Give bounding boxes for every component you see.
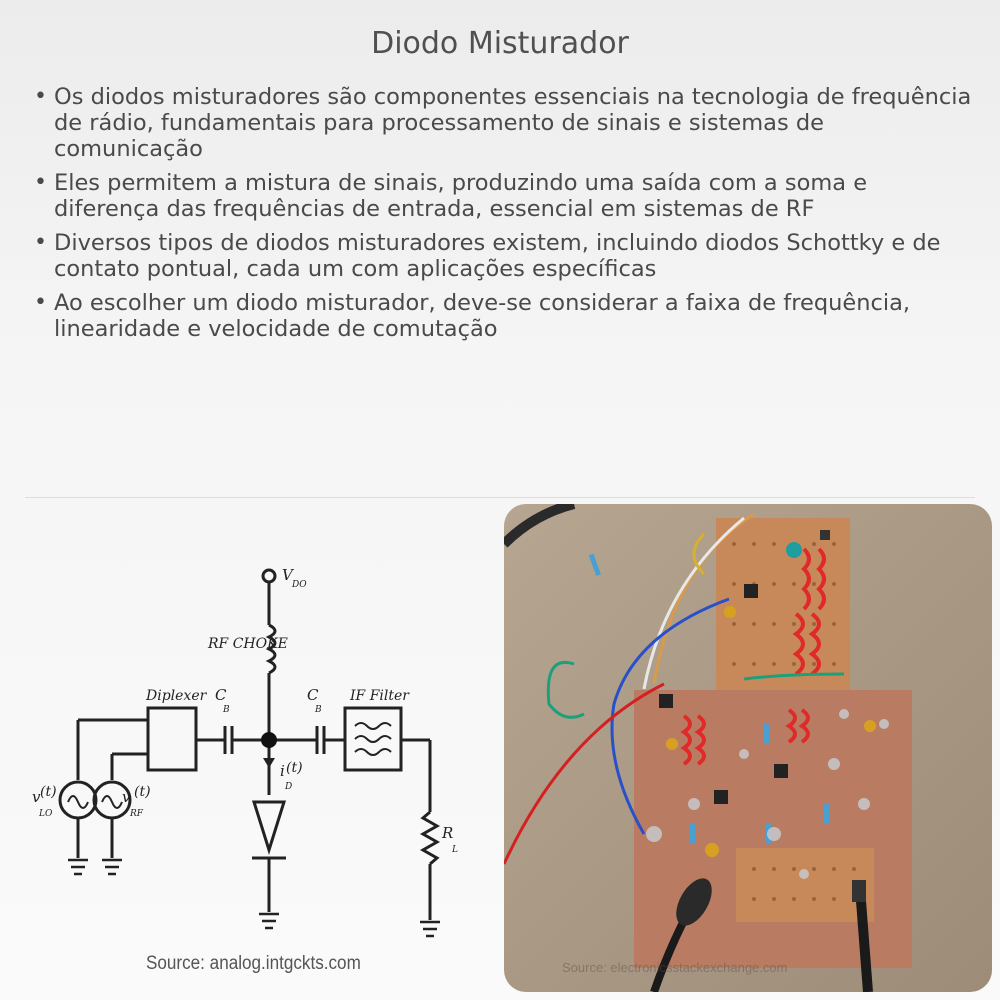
cb1-label: C <box>215 686 227 704</box>
page-title: Diodo Misturador <box>371 26 629 61</box>
vlo-sub-label: LO <box>38 809 53 819</box>
bottom-perfboard <box>736 848 874 922</box>
rf-choke-icon <box>265 623 277 675</box>
bullet-dot-icon: • <box>34 290 47 315</box>
vrf-label: v <box>122 788 131 806</box>
diplexer-label: Diplexer <box>145 688 208 704</box>
if-filter-label: IF Filter <box>349 688 410 704</box>
vdo-label: V <box>282 566 295 584</box>
cb2-sub-label: B <box>314 705 322 715</box>
rl-label: R <box>441 824 453 842</box>
if-filter-box <box>343 706 403 772</box>
vrf-arg-label: (t) <box>134 784 151 800</box>
diode-icon <box>251 800 287 856</box>
bullet-text: Os diodos misturadores são componentes e… <box>54 84 972 162</box>
cb2-label: C <box>307 686 319 704</box>
diplexer-box <box>146 706 198 772</box>
vlo-label: v <box>32 788 41 806</box>
rl-sub-label: L <box>451 845 458 855</box>
bullet-text: Diversos tipos de diodos misturadores ex… <box>54 230 941 282</box>
mixer-circuit-diagram: V DO RF CHOKE Diplexer C B C B IF Filter… <box>32 566 458 938</box>
bullet-item: • Ao escolher um diodo misturador, deve-s… <box>32 290 977 342</box>
vrf-sub-label: RF <box>129 809 144 819</box>
junction-node <box>261 732 277 748</box>
bullet-dot-icon: • <box>34 84 47 109</box>
bullet-list: • Os diodos misturadores são componentes … <box>32 84 977 350</box>
bullet-dot-icon: • <box>34 170 47 195</box>
cb1-sub-label: B <box>222 705 230 715</box>
bullet-text: Eles permitem a mistura de sinais, produ… <box>54 170 868 222</box>
section-divider <box>25 497 975 498</box>
vdo-sub-label: DO <box>291 580 307 590</box>
load-resistor-icon <box>419 810 441 866</box>
bullet-item: • Diversos tipos de diodos misturadores e… <box>32 230 977 282</box>
id-label: i <box>280 762 285 780</box>
bullet-dot-icon: • <box>34 230 47 255</box>
vlo-arg-label: (t) <box>40 784 57 800</box>
bullet-text: Ao escolher um diodo misturador, deve-se… <box>54 290 911 342</box>
id-sub-label: D <box>284 782 292 792</box>
diagram-source-caption: Source: analog.intgckts.com <box>146 953 361 974</box>
bullet-item: • Eles permitem a mistura de sinais, prod… <box>32 170 977 222</box>
photo-source-watermark: Source: electronicsstackexchange.com <box>562 960 788 975</box>
id-arg-label: (t) <box>286 760 303 776</box>
circuit-board-photo <box>504 504 992 992</box>
rf-choke-label: RF CHOKE <box>207 636 288 652</box>
vdo-terminal-icon <box>261 568 277 584</box>
bullet-item: • Os diodos misturadores são componentes … <box>32 84 977 162</box>
